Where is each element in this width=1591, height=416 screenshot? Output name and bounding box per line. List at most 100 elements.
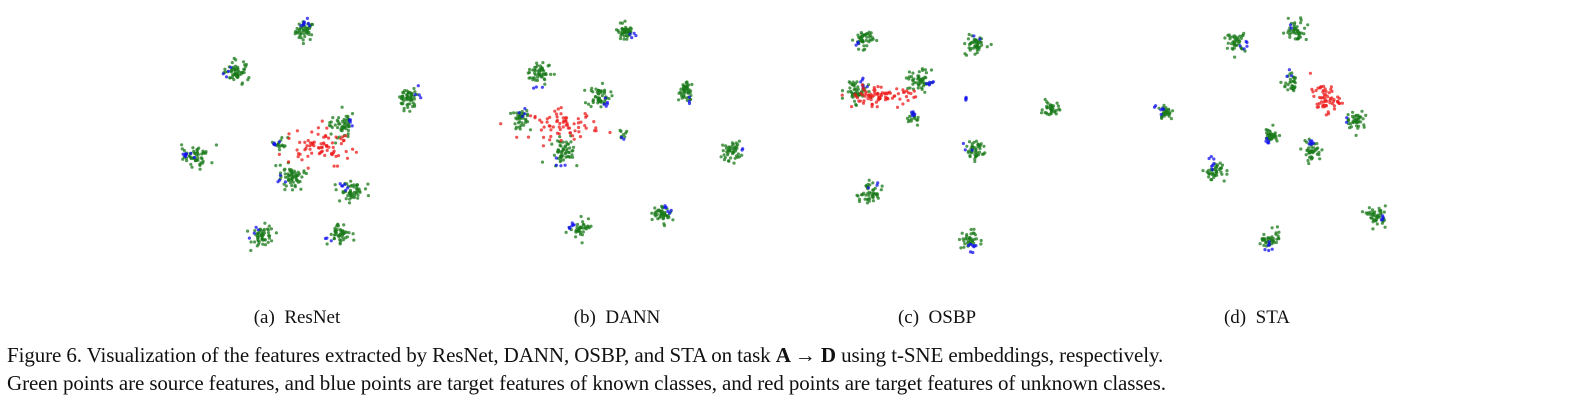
source-point: [859, 30, 863, 35]
source-point: [1209, 178, 1213, 182]
source-point: [564, 140, 568, 144]
source-point: [1050, 107, 1054, 112]
source-point: [982, 144, 986, 148]
source-point: [1269, 132, 1273, 136]
source-point: [301, 41, 305, 46]
source-point: [923, 68, 927, 72]
source-point: [1165, 110, 1169, 114]
source-point: [1289, 80, 1293, 84]
target-unknown-point: [578, 135, 583, 139]
target-unknown-point: [334, 135, 338, 139]
source-point: [967, 149, 971, 153]
source-point: [242, 71, 246, 75]
source-point: [305, 30, 309, 35]
target-unknown-point: [914, 95, 918, 99]
target-unknown-point: [876, 98, 880, 102]
source-point: [1212, 175, 1216, 179]
source-point: [201, 159, 205, 163]
target-unknown-point: [901, 90, 906, 94]
source-point: [345, 230, 349, 234]
source-point: [543, 78, 547, 82]
source-point: [1039, 111, 1044, 115]
target-unknown-point: [870, 102, 874, 106]
source-point: [336, 120, 340, 124]
source-point: [570, 149, 574, 153]
source-point: [341, 238, 345, 242]
target-unknown-point: [892, 94, 896, 98]
target-known-point: [224, 75, 229, 79]
source-point: [620, 27, 624, 31]
source-point: [1282, 31, 1286, 35]
source-point: [965, 234, 969, 238]
target-known-point: [970, 148, 974, 152]
source-point: [1351, 110, 1355, 114]
source-point: [1220, 163, 1225, 167]
scatter-svg: [1152, 16, 1387, 253]
source-point: [1271, 239, 1275, 243]
source-point: [856, 33, 860, 37]
target-known-point: [254, 225, 258, 229]
target-unknown-point: [1310, 87, 1314, 91]
source-point: [974, 139, 979, 143]
source-point: [1214, 170, 1218, 174]
source-point: [333, 183, 337, 187]
source-point: [871, 199, 875, 203]
source-point: [229, 70, 233, 74]
source-point: [308, 37, 312, 42]
target-known-point: [865, 85, 869, 89]
target-unknown-point: [876, 85, 880, 89]
source-point: [257, 242, 261, 246]
source-point: [236, 67, 240, 71]
source-point: [869, 38, 873, 42]
source-point: [343, 236, 347, 240]
target-unknown-point: [583, 124, 587, 128]
target-unknown-point: [576, 121, 580, 125]
scatter-svg: [499, 19, 745, 245]
source-point: [325, 242, 329, 246]
source-point: [857, 47, 861, 51]
target-unknown-point: [861, 101, 866, 105]
source-point: [732, 161, 736, 165]
source-point: [965, 144, 969, 148]
target-unknown-point: [1331, 99, 1336, 103]
source-point: [253, 229, 257, 233]
source-point: [989, 42, 993, 47]
source-point: [1226, 41, 1230, 45]
source-point: [290, 183, 294, 188]
source-point: [1292, 89, 1296, 93]
source-point: [334, 188, 338, 192]
target-unknown-point: [572, 122, 576, 126]
target-unknown-point: [533, 114, 537, 119]
source-point: [355, 189, 359, 193]
source-point: [1304, 37, 1308, 42]
target-known-point: [619, 135, 624, 139]
source-point: [400, 102, 404, 106]
target-known-point: [343, 182, 347, 187]
target-known-point: [1161, 107, 1165, 111]
source-point: [609, 90, 613, 94]
target-known-point: [687, 101, 692, 106]
source-point: [408, 91, 412, 95]
target-unknown-point: [1321, 103, 1325, 107]
target-known-point: [968, 250, 973, 254]
source-point: [1234, 43, 1238, 48]
source-point: [1164, 113, 1168, 117]
source-point: [263, 221, 267, 225]
source-point: [722, 158, 726, 162]
source-point: [575, 222, 580, 227]
source-point: [1307, 161, 1311, 166]
source-point: [915, 123, 920, 127]
source-point: [1045, 105, 1050, 110]
target-known-point: [1212, 157, 1216, 161]
target-known-point: [1344, 120, 1349, 124]
source-point: [295, 179, 299, 183]
source-point: [736, 152, 740, 156]
source-point: [1310, 145, 1314, 149]
source-point: [298, 33, 302, 37]
source-point: [1279, 80, 1283, 84]
source-point: [907, 75, 911, 79]
target-unknown-point: [549, 134, 553, 139]
source-point: [911, 71, 915, 75]
target-unknown-point: [584, 115, 588, 119]
source-point: [1162, 103, 1166, 107]
